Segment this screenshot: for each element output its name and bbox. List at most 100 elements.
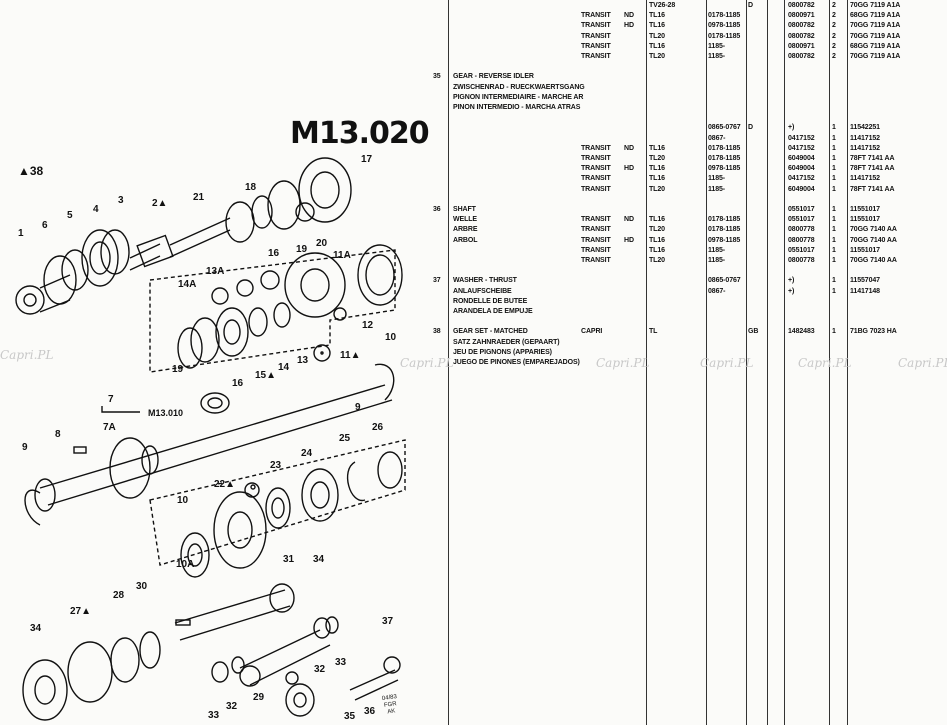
callout: 34	[313, 554, 325, 565]
cell-code: TL16	[649, 175, 665, 183]
reference-note: ▲38	[18, 164, 44, 178]
callout: 26	[372, 422, 384, 433]
column-rule	[847, 0, 848, 725]
callout: 14	[278, 362, 290, 373]
callout: 19	[172, 364, 184, 375]
cell-part: +)	[788, 287, 795, 295]
cell-qty: 1	[832, 246, 836, 254]
cell-trans: ND	[624, 216, 634, 224]
cell-ford: 70GG 7119 A1A	[850, 32, 901, 40]
cell-ford: 11551017	[850, 206, 880, 213]
callout: 37	[382, 616, 394, 627]
cell-desc: WELLE	[453, 216, 477, 224]
callout: 10	[385, 332, 397, 343]
cell-part: 6049004	[788, 185, 815, 193]
cell-date: 1185-	[708, 42, 726, 50]
watermark: Capri.PL	[898, 356, 947, 370]
cell-date: 1185-	[708, 53, 726, 60]
cell-ford: 11417152	[850, 144, 880, 152]
cell-qty: 1	[832, 226, 836, 234]
cell-trans: ND	[624, 144, 634, 152]
cell-ctry: D	[748, 2, 753, 9]
cell-model: TRANSIT	[581, 226, 611, 234]
cell-ctry: GB	[748, 328, 759, 336]
cell-ford: 78FT 7141 AA	[850, 185, 895, 193]
cell-date: 0178-1185	[708, 155, 741, 162]
cell-part: 0417152	[788, 134, 815, 142]
cell-desc: ARBOL	[453, 236, 478, 244]
cell-model: TRANSIT	[581, 246, 611, 254]
cell-qty: 1	[832, 206, 836, 213]
column-rule	[746, 0, 747, 725]
cell-qty: 1	[832, 165, 836, 173]
cell-part: 0800782	[788, 22, 815, 30]
cell-model: TRANSIT	[581, 144, 611, 152]
cell-part: 0800782	[788, 32, 815, 40]
cell-code: TL16	[649, 216, 665, 224]
callout: 4	[93, 204, 99, 215]
cell-qty: 2	[832, 22, 836, 30]
cell-model: TRANSIT	[581, 12, 611, 20]
callout: 25	[339, 433, 351, 444]
cell-part: 0800778	[788, 257, 815, 264]
cell-ford: 70GG 7119 A1A	[850, 2, 901, 9]
cell-date: 1185-	[708, 257, 726, 264]
callout: 34	[30, 623, 42, 634]
cell-desc: ARBRE	[453, 226, 478, 234]
cell-part: 0800778	[788, 236, 815, 244]
cell-qty: 1	[832, 236, 836, 244]
cell-part: 0800782	[788, 2, 815, 9]
cell-desc: PIGNON INTERMEDIAIRE - MARCHE AR	[453, 93, 584, 101]
cell-date: 0178-1185	[708, 32, 741, 40]
cell-ford: 70GG 7119 A1A	[850, 53, 901, 60]
cell-ford: 78FT 7141 AA	[850, 155, 895, 162]
cell-trans: HD	[624, 236, 634, 244]
column-rule	[829, 0, 830, 725]
cell-ford: 68GG 7119 A1A	[850, 12, 901, 20]
cell-ford: 71BG 7023 HA	[850, 328, 897, 336]
callout: 18	[245, 182, 257, 193]
cell-code: TL16	[649, 12, 665, 20]
corner-stamp: 04/83 FGR AK	[381, 694, 398, 716]
cell-model: TRANSIT	[581, 165, 611, 173]
callout: 11A	[333, 250, 351, 261]
cell-part: 6049004	[788, 155, 815, 162]
cell-date: 0178-1185	[708, 12, 741, 20]
callout: 7A	[103, 422, 116, 433]
callout: 35	[344, 711, 356, 722]
callout: 21	[193, 192, 205, 203]
cell-ford: 11417148	[850, 287, 880, 295]
cell-date: 0867-	[708, 134, 726, 142]
callout: 22▲	[214, 479, 235, 490]
cell-part: 0800971	[788, 42, 815, 50]
cell-qty: 1	[832, 216, 836, 224]
cell-qty: 1	[832, 287, 836, 295]
cell-part: 0551017	[788, 246, 815, 254]
cell-code: TL20	[649, 257, 665, 264]
cell-qty: 1	[832, 257, 836, 264]
callout: 9	[22, 442, 28, 453]
callout: 33	[208, 710, 220, 721]
cell-date: 1185-	[708, 246, 726, 254]
callout: 32	[314, 664, 326, 675]
exploded-gearbox-diagram: 1 6 5 4 3 2▲ 21 18 17 16 19 20 11A 13A 1…	[15, 154, 406, 722]
cell-model: TRANSIT	[581, 175, 611, 183]
callout: 33	[335, 657, 347, 668]
callout: 10	[177, 495, 189, 506]
callout: 12	[362, 320, 374, 331]
callout: 13A	[206, 266, 224, 277]
cell-ford: 11551017	[850, 216, 880, 224]
cell-code: TL16	[649, 42, 665, 50]
cell-ford: 11542251	[850, 124, 880, 132]
watermark: Capri.PL	[400, 356, 454, 370]
cell-ford: 70GG 7140 AA	[850, 226, 897, 234]
cell-part: 1482483	[788, 328, 815, 336]
callout: 13	[297, 355, 309, 366]
watermark: Capri.PL	[0, 348, 54, 362]
cell-desc: ANLAUFSCHEIBE	[453, 287, 512, 295]
cell-model: TRANSIT	[581, 216, 611, 224]
cell-date: 0865-0767	[708, 124, 741, 132]
callout: 7	[108, 394, 114, 405]
cell-date: 1185-	[708, 175, 726, 183]
cell-ctry: D	[748, 124, 753, 132]
